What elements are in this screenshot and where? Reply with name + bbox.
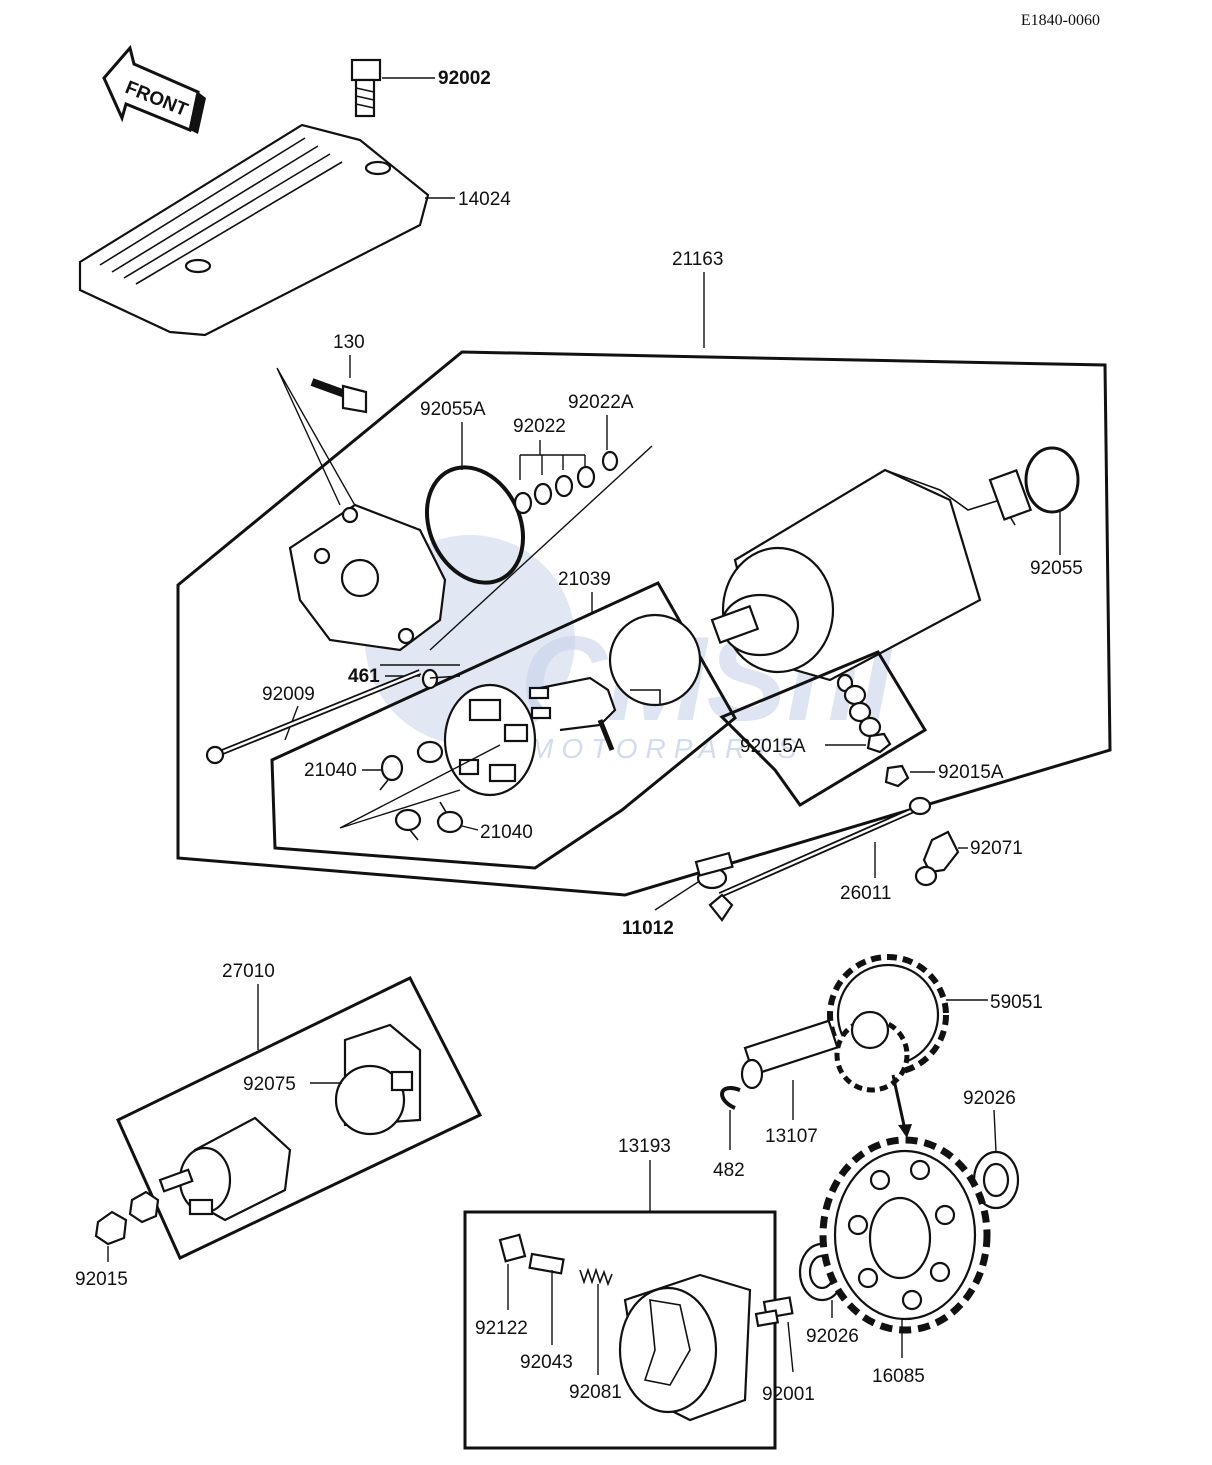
label-461: 461 <box>348 666 380 687</box>
brush-holder-box <box>270 581 737 870</box>
label-21163: 21163 <box>672 249 723 270</box>
terminal-washers-icon <box>836 673 892 754</box>
label-92122: 92122 <box>475 1318 528 1339</box>
brush-plate-icon <box>443 683 537 797</box>
nuts-92015-icon <box>94 1190 160 1246</box>
label-59051: 59051 <box>990 992 1043 1013</box>
assembly-21163-outline <box>176 350 1112 897</box>
label-482: 482 <box>713 1160 745 1181</box>
label-92026-a: 92026 <box>963 1088 1016 1109</box>
label-92055A: 92055A <box>420 399 486 420</box>
diagram-code: E1840-0060 <box>1021 12 1100 29</box>
circlip-482-icon <box>720 1086 741 1110</box>
label-92043: 92043 <box>520 1352 573 1373</box>
terminal-cap-92071-icon <box>914 830 960 887</box>
label-21040-b: 21040 <box>480 822 533 843</box>
starter-relay-27010-icon <box>158 1116 292 1222</box>
label-92015: 92015 <box>75 1269 128 1290</box>
terminal-parts-box <box>719 650 928 807</box>
bolt-130-icon <box>310 378 368 414</box>
front-arrow-icon: FRONT <box>102 44 206 134</box>
label-14024: 14024 <box>458 189 511 210</box>
brush-21040-a-icon <box>379 740 444 791</box>
label-21040-a: 21040 <box>304 760 357 781</box>
label-92081: 92081 <box>569 1382 622 1403</box>
yoke-ring-icon <box>608 613 702 707</box>
nut-92015A-icon <box>884 764 910 788</box>
label-92015A-b: 92015A <box>938 762 1004 783</box>
label-130: 130 <box>333 332 365 353</box>
bolt-92001-icon <box>754 1296 794 1328</box>
roller-92122-icon <box>498 1233 527 1263</box>
label-26011: 26011 <box>840 883 891 904</box>
washer-461-icon <box>421 668 439 690</box>
label-13193: 13193 <box>618 1136 671 1157</box>
lead-wire-26011-icon <box>708 796 932 922</box>
label-92002: 92002 <box>438 68 491 89</box>
starter-gear-16085-icon <box>819 1136 991 1334</box>
label-11012: 11012 <box>622 918 674 939</box>
starter-clutch-box <box>463 1210 777 1450</box>
cover-14024-icon <box>78 123 430 337</box>
starter-motor-icon <box>710 468 1033 682</box>
relay-cover-92075-icon <box>334 1023 422 1136</box>
label-92022A: 92022A <box>568 392 634 413</box>
o-ring-92055-icon <box>1024 446 1080 514</box>
plunger-92043-icon <box>528 1252 565 1275</box>
starter-relay-box <box>116 976 483 1261</box>
spring-92081-icon <box>579 1267 613 1287</box>
label-92001: 92001 <box>762 1384 815 1405</box>
brush-assembly-icon <box>528 676 617 751</box>
label-27010: 27010 <box>222 961 275 982</box>
label-92026-b: 92026 <box>806 1326 859 1347</box>
starter-clutch-13193-icon <box>618 1273 752 1422</box>
washers-92022-icon <box>513 450 619 515</box>
label-92015A-a: 92015A <box>740 736 806 757</box>
label-92071: 92071 <box>970 838 1023 859</box>
brush-21040-b-icon <box>394 801 464 841</box>
label-16085: 16085 <box>872 1366 925 1387</box>
idle-gear-59051-icon <box>827 954 949 1093</box>
label-92022: 92022 <box>513 416 566 437</box>
shaft-13107-icon <box>740 1019 839 1090</box>
label-92009: 92009 <box>262 684 315 705</box>
bolt-92002-icon <box>350 58 382 118</box>
label-21039: 21039 <box>558 569 611 590</box>
grommet-11012-icon <box>694 851 734 890</box>
label-92075: 92075 <box>243 1074 296 1095</box>
end-cover-icon <box>288 503 447 652</box>
label-13107: 13107 <box>765 1126 818 1147</box>
label-92055: 92055 <box>1030 558 1083 579</box>
through-bolt-92009-icon <box>205 669 422 765</box>
